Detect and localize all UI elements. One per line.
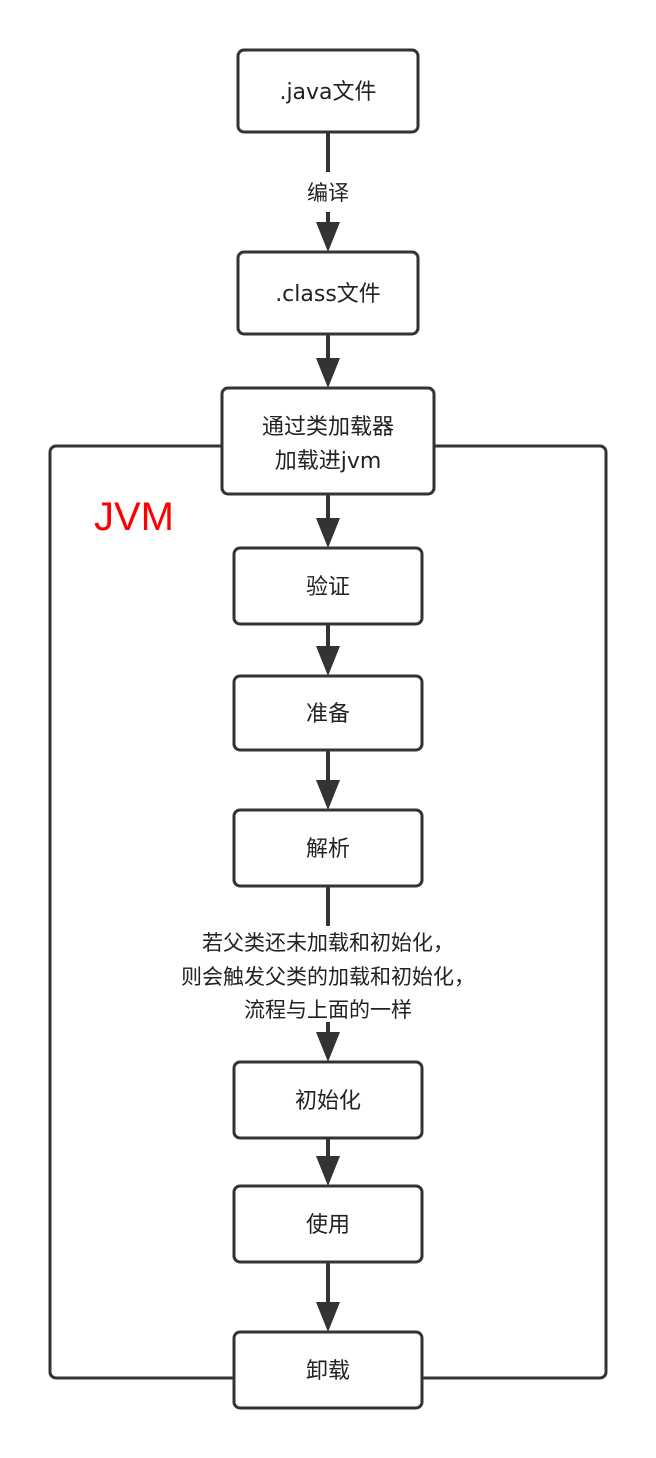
node-java-file-label: .java文件 xyxy=(279,80,376,105)
arrowhead-to-verify xyxy=(316,518,340,548)
node-class-file: .class文件 xyxy=(236,250,420,336)
arrowhead-to-loader xyxy=(316,358,340,388)
arrowheads xyxy=(316,222,340,1332)
node-class-file-label: .class文件 xyxy=(275,282,381,307)
node-unload-label: 卸载 xyxy=(306,1359,350,1384)
node-verify-label: 验证 xyxy=(306,575,350,600)
node-use: 使用 xyxy=(232,1184,424,1264)
node-resolve-label: 解析 xyxy=(306,837,350,862)
edge-label-parent-note-line3: 流程与上面的一样 xyxy=(244,998,412,1022)
arrowhead-to-use xyxy=(316,1156,340,1186)
node-verify: 验证 xyxy=(232,546,424,626)
node-prepare: 准备 xyxy=(232,674,424,752)
node-unload: 卸载 xyxy=(232,1330,424,1410)
node-use-label: 使用 xyxy=(306,1213,350,1238)
node-initialize-label: 初始化 xyxy=(295,1089,361,1114)
node-class-loader-label-line2: 加载进jvm xyxy=(275,449,382,474)
edge-label-compile: 编译 xyxy=(307,181,349,205)
edge-label-parent-note-line1: 若父类还未加载和初始化， xyxy=(202,931,454,955)
arrowhead-to-unload xyxy=(316,1302,340,1332)
node-resolve: 解析 xyxy=(232,808,424,888)
arrowhead-to-class xyxy=(316,222,340,252)
node-class-loader: 通过类加载器 加载进jvm xyxy=(220,386,436,496)
edge-label-parent-note-line2: 则会触发父类的加载和初始化， xyxy=(181,965,475,989)
arrowhead-to-prepare xyxy=(316,646,340,676)
node-class-loader-label-line1: 通过类加载器 xyxy=(262,415,394,440)
node-initialize: 初始化 xyxy=(232,1060,424,1140)
arrowhead-to-initialize xyxy=(316,1032,340,1062)
edge-labels: 编译 若父类还未加载和初始化， 则会触发父类的加载和初始化， 流程与上面的一样 xyxy=(181,181,475,1022)
jvm-region-label: JVM xyxy=(94,495,174,539)
arrowhead-to-resolve xyxy=(316,780,340,810)
node-java-file: .java文件 xyxy=(236,48,420,134)
nodes: .java文件 .class文件 通过类加载器 加载进jvm 验证 准备 解析 xyxy=(220,48,436,1410)
node-prepare-label: 准备 xyxy=(306,702,350,727)
